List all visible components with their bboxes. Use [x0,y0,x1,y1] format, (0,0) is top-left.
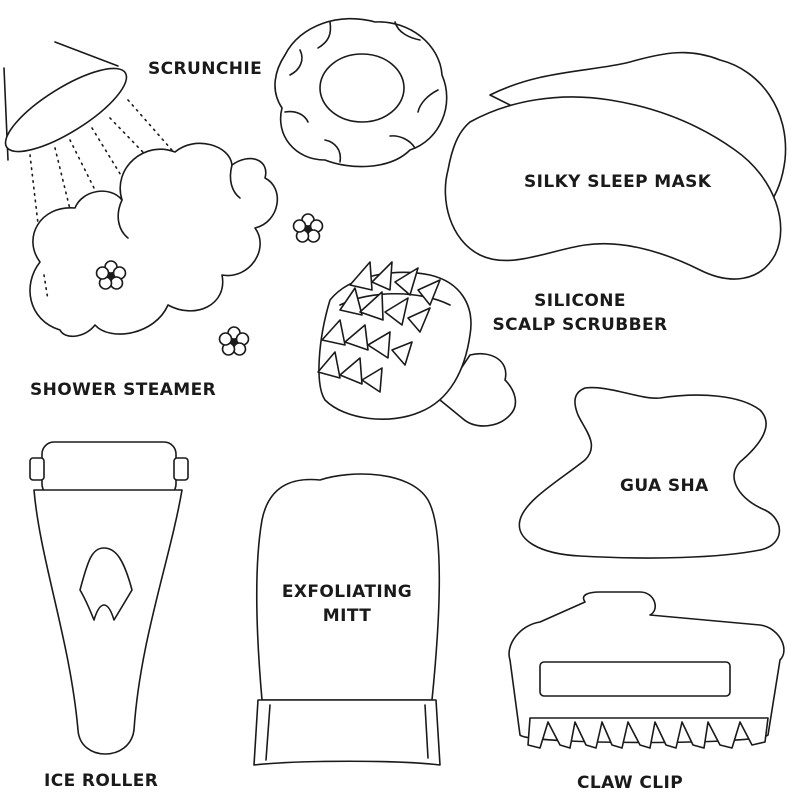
ice-roller-label: ICE ROLLER [44,771,159,791]
gua-sha-icon [518,386,781,559]
flower-icon [292,213,324,243]
scrunchie-label: SCRUNCHIE [148,59,263,79]
claw-clip-label: CLAW CLIP [577,773,684,793]
scalp-scrubber-label-line1: SILICONE [534,291,626,311]
scalp-scrubber-icon [317,261,517,427]
flower-icon [218,326,250,356]
sleep-mask-label: SILKY SLEEP MASK [524,172,712,192]
shower-steamer-label: SHOWER STEAMER [30,380,217,400]
flower-icon [95,260,127,290]
claw-clip-icon [508,591,785,749]
cloud-icon [29,142,279,338]
scrunchie-icon [274,17,448,168]
mitt-icon [253,473,441,766]
sleep-mask-icon [444,51,787,280]
ice-roller-icon [29,441,189,755]
exfoliating-mitt-label-line2: MITT [322,606,372,626]
scalp-scrubber-label-line2: SCALP SCRUBBER [492,315,668,335]
gua-sha-label: GUA SHA [620,476,709,496]
exfoliating-mitt-label-line1: EXFOLIATING [281,582,413,602]
